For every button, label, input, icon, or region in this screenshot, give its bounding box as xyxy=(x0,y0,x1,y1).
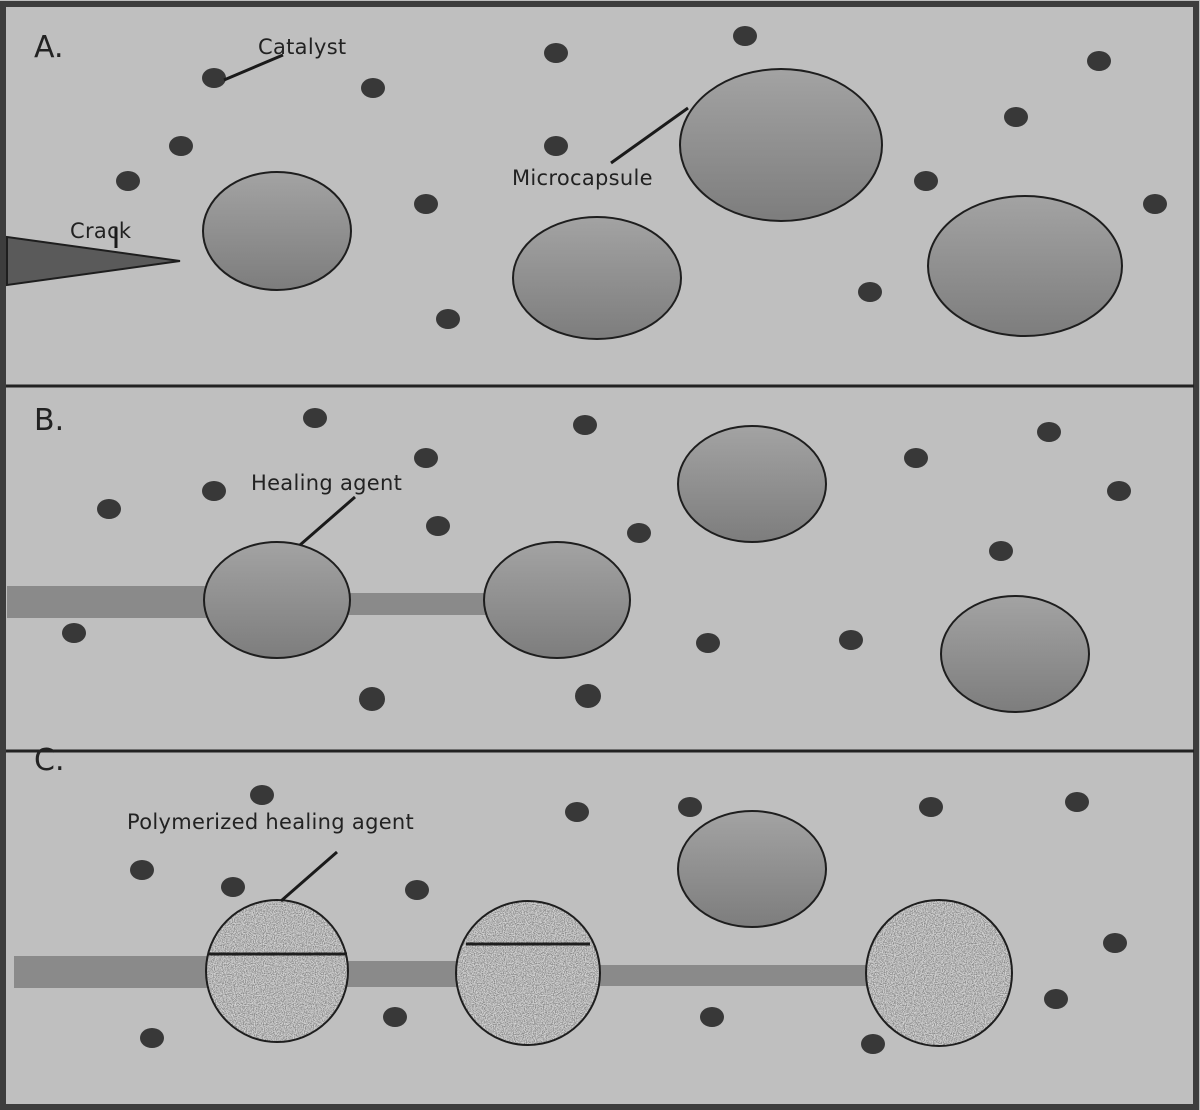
crack-c xyxy=(14,956,868,988)
catalyst-dot xyxy=(359,687,385,711)
catalyst-dot xyxy=(700,1007,724,1027)
catalyst-dot xyxy=(140,1028,164,1048)
catalyst-dot xyxy=(575,684,601,708)
catalyst-dot xyxy=(544,43,568,63)
crack-label: Crack xyxy=(70,219,132,243)
catalyst-dot xyxy=(130,860,154,880)
catalyst-dot xyxy=(62,623,86,643)
catalyst-dots-c xyxy=(130,785,1127,1054)
catalyst-dot xyxy=(1107,481,1131,501)
polymerized-texture xyxy=(456,901,600,1045)
polymerized-capsule-1 xyxy=(205,899,349,1043)
microcapsule xyxy=(677,425,827,543)
catalyst-dot xyxy=(914,171,938,191)
polymerized-capsule-outline xyxy=(455,900,601,1046)
catalyst-dot xyxy=(169,136,193,156)
microcapsule-label: Microcapsule xyxy=(512,166,653,190)
crack-wedge xyxy=(6,235,181,287)
catalyst-dot xyxy=(426,516,450,536)
catalyst-dot xyxy=(97,499,121,519)
catalyst-dot xyxy=(116,171,140,191)
crack-b xyxy=(7,586,490,618)
catalyst-dot xyxy=(1103,933,1127,953)
catalyst-dots-a xyxy=(116,26,1167,329)
catalyst-dot xyxy=(405,880,429,900)
panel-c: C. xyxy=(14,743,1127,1054)
catalyst-dot xyxy=(544,136,568,156)
panel-c-letter: C. xyxy=(34,743,64,778)
panel-a-letter: A. xyxy=(34,30,64,65)
catalyst-dot xyxy=(436,309,460,329)
catalyst-dot xyxy=(1044,989,1068,1009)
catalyst-dot xyxy=(733,26,757,46)
catalyst-dot xyxy=(221,877,245,897)
microcapsule xyxy=(512,216,682,340)
catalyst-dot xyxy=(1065,792,1089,812)
catalyst-label: Catalyst xyxy=(258,35,346,59)
polymerized-texture xyxy=(206,900,348,1042)
catalyst-dot xyxy=(202,68,226,88)
catalyst-leader-line xyxy=(223,53,284,82)
catalyst-dot xyxy=(989,541,1013,561)
panel-b-letter: B. xyxy=(34,403,64,438)
polymerized-capsule-outline xyxy=(205,899,349,1043)
crack-band xyxy=(14,956,210,988)
polymerized-capsule-outline xyxy=(865,899,1013,1047)
catalyst-dot xyxy=(627,523,651,543)
polymerized-capsule-3 xyxy=(865,899,1013,1047)
microcapsules-a xyxy=(202,68,1123,340)
microcapsule xyxy=(940,595,1090,713)
catalyst-dot xyxy=(202,481,226,501)
crack-band xyxy=(340,593,490,615)
catalyst-dot xyxy=(414,448,438,468)
panel-a: A. Catalyst Microcaps xyxy=(6,26,1167,340)
polymerized-leader-line xyxy=(280,850,338,903)
polymerized-healing-agent-label: Polymerized healing agent xyxy=(127,810,414,834)
crack-band xyxy=(7,586,212,618)
microcapsule xyxy=(677,810,827,928)
catalyst-dot xyxy=(573,415,597,435)
healing-agent-label: Healing agent xyxy=(251,471,402,495)
crack-band xyxy=(598,965,868,986)
catalyst-dot xyxy=(858,282,882,302)
microcapsule xyxy=(483,541,631,659)
catalyst-dot xyxy=(361,78,385,98)
catalyst-dot xyxy=(678,797,702,817)
catalyst-dot xyxy=(904,448,928,468)
catalyst-dot xyxy=(1143,194,1167,214)
microcapsule xyxy=(202,171,352,291)
microcapsules-b xyxy=(203,425,1090,713)
microcapsule-leader-line xyxy=(610,106,689,165)
crack-band xyxy=(345,961,460,987)
catalyst-dot xyxy=(696,633,720,653)
catalyst-dot xyxy=(414,194,438,214)
healing-agent-leader-line xyxy=(299,495,356,547)
catalyst-dot xyxy=(565,802,589,822)
microcapsule xyxy=(679,68,883,222)
catalyst-dots-b xyxy=(62,408,1131,711)
microcapsule xyxy=(927,195,1123,337)
catalyst-dot xyxy=(861,1034,885,1054)
catalyst-dot xyxy=(250,785,274,805)
polymerized-texture xyxy=(866,900,1012,1046)
polymerized-capsule-2 xyxy=(455,900,601,1046)
panel-b: B. xyxy=(7,403,1131,713)
catalyst-dot xyxy=(303,408,327,428)
catalyst-dot xyxy=(383,1007,407,1027)
catalyst-dot xyxy=(1004,107,1028,127)
catalyst-dot xyxy=(839,630,863,650)
microcapsule xyxy=(203,541,351,659)
catalyst-dot xyxy=(1037,422,1061,442)
catalyst-dot xyxy=(1087,51,1111,71)
catalyst-dot xyxy=(919,797,943,817)
